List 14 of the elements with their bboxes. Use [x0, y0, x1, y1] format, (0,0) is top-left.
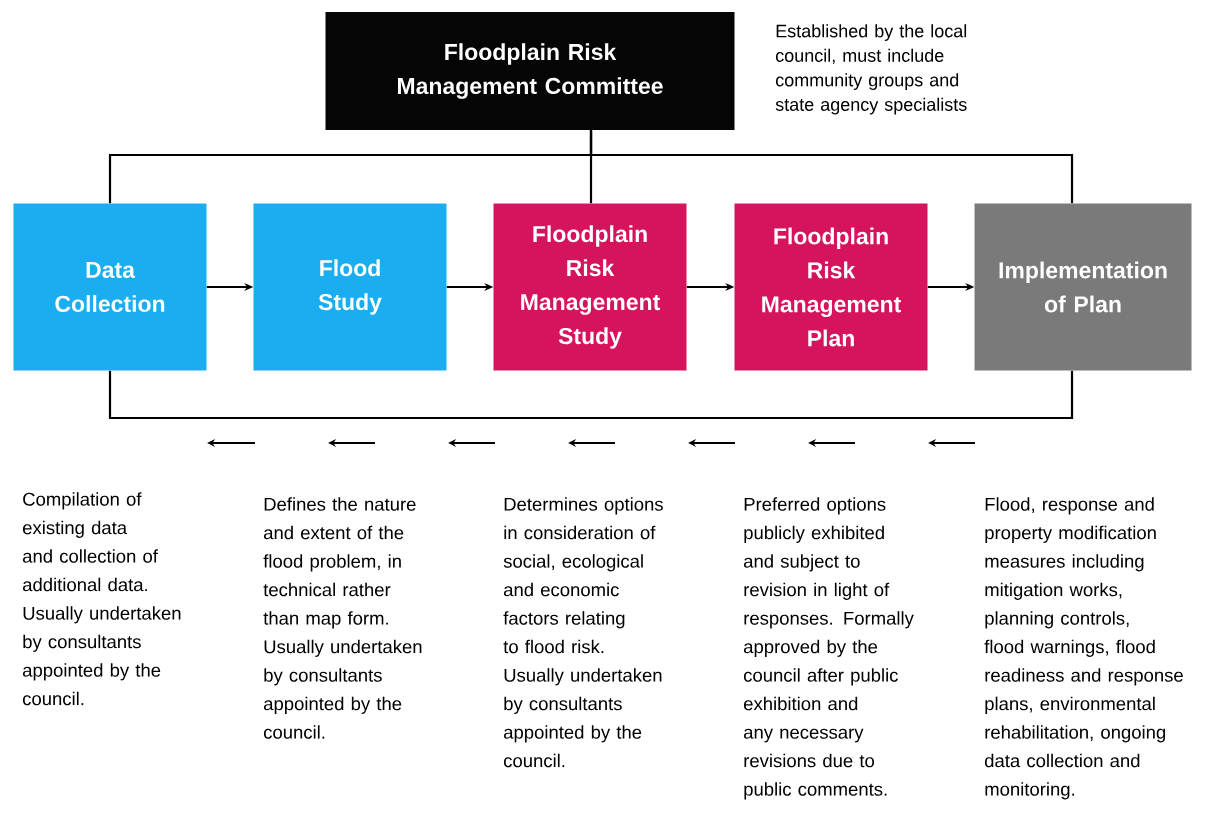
committee-box: Floodplain Risk Management Committee [325, 12, 735, 130]
description-text: Preferred options publicly exhibited and subject to revision in light of responses. Formally approved by the council after public exhibition and any necessary revisions due to public comments. [744, 497, 914, 800]
description-text: Flood, response and property modification measures including mitigation works, planning controls, flood warnings, flood readiness and response plans, environmental rehabilitation, ongoing data collection and monitoring. [984, 497, 1183, 800]
process-box: Floodplain Risk Management Plan [734, 203, 928, 371]
description-text: Determines options in consideration of social, ecological and economic factors relating to flood risk. Usually undertaken by consultants appointed by the council. [503, 497, 663, 768]
description-text: Established by the local council, must include community groups and state agency specialists [775, 24, 967, 115]
description-text: Compilation of existing data and collection of additional data. Usually undertaken by consultants appointed by the council. [23, 492, 181, 706]
connector-line [108, 370, 1074, 420]
process-box: Floodplain Risk Management Study [493, 203, 687, 371]
description-text: Defines the nature and extent of the flood problem, in technical rather than map form. Usually undertaken by consultants appointed by the council. [263, 497, 422, 739]
connector-line [589, 130, 1074, 204]
process-box: Flood Study [253, 203, 447, 371]
process-box: Data Collection [13, 203, 207, 371]
process-box: Implementation of Plan [974, 203, 1192, 371]
